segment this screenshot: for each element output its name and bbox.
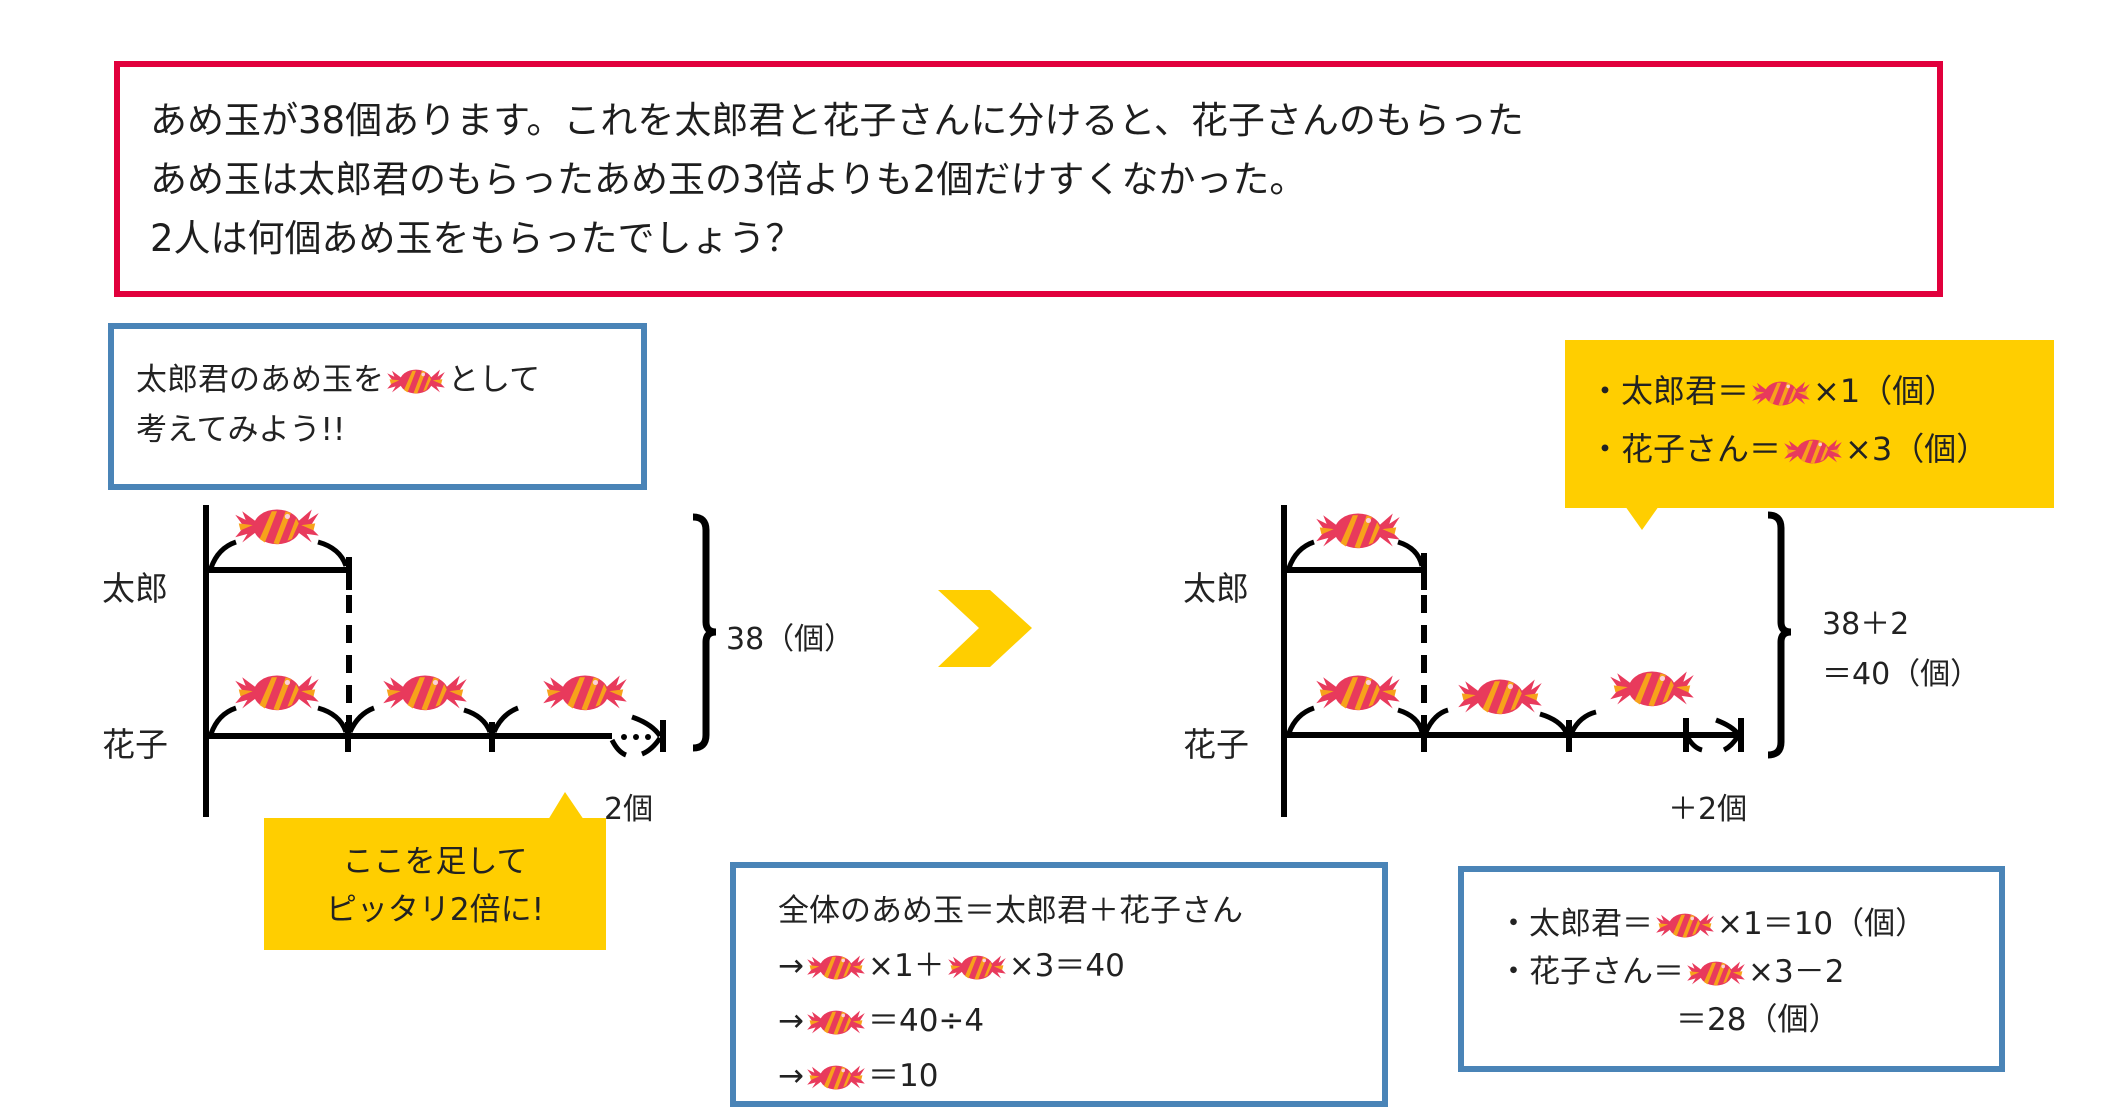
left-callout: ここを足して ピッタリ2倍に! xyxy=(264,792,606,950)
right-hanako-arc-2r xyxy=(1539,711,1569,734)
candy-icon xyxy=(543,675,627,711)
arrow-right-icon: → xyxy=(778,948,804,984)
right-total-line-1: 38＋2 xyxy=(1822,607,1910,642)
calc-line-3: → ＝40÷4 xyxy=(778,994,1243,1049)
candy-icon xyxy=(806,1063,866,1091)
right-callout-hanako-prefix: ・花子さん＝ xyxy=(1589,430,1782,468)
right-row-label-taro: 太郎 xyxy=(1183,569,1249,608)
right-callout-line-taro: ・太郎君＝ ×1（個） xyxy=(1589,362,1988,420)
left-total-label: 38（個） xyxy=(726,622,855,657)
calc-line-2-mid: ×1＋ xyxy=(867,948,945,984)
left-total-brace xyxy=(692,513,717,752)
answer-hanako-prefix: ・花子さん＝ xyxy=(1498,954,1684,990)
candy-icon xyxy=(235,509,319,545)
right-extra-label: ＋2個 xyxy=(1668,792,1748,827)
right-callout-taro-prefix: ・太郎君＝ xyxy=(1589,372,1750,410)
answer-text: ・太郎君＝ ×1＝10（個） ・花子さん＝ ×3－2 ＝28（個） xyxy=(1498,900,1926,1044)
hint-line-1-after: として xyxy=(448,362,541,398)
candy-icon xyxy=(1316,513,1400,549)
answer-taro-prefix: ・太郎君＝ xyxy=(1498,906,1653,942)
calculation-box: 全体のあめ玉＝太郎君＋花子さん → ×1＋ ×3＝40 → ＝40÷4 → ＝10 xyxy=(730,862,1388,1107)
answer-line-taro: ・太郎君＝ ×1＝10（個） xyxy=(1498,900,1926,948)
callout-pointer xyxy=(1625,506,1659,530)
answer-box: ・太郎君＝ ×1＝10（個） ・花子さん＝ ×3－2 ＝28（個） xyxy=(1458,866,2005,1072)
left-taro-arc-l xyxy=(208,539,237,569)
left-hanako-arc-2r xyxy=(463,707,493,733)
right-hanako-arc-3l xyxy=(1569,709,1597,734)
candy-icon xyxy=(1783,437,1843,465)
candy-icon xyxy=(1610,671,1694,707)
candy-icon xyxy=(1686,959,1746,987)
right-total-line-2: ＝40（個） xyxy=(1822,657,1981,692)
left-callout-text: ここを足して ピッタリ2倍に! xyxy=(264,838,606,934)
left-hanako-arc-3r xyxy=(631,714,663,738)
left-callout-line-2: ピッタリ2倍に! xyxy=(325,892,545,928)
left-hanako-arc-1l xyxy=(208,705,237,735)
right-callout-taro-suffix: ×1（個） xyxy=(1813,372,1957,410)
right-hanako-arc-2l xyxy=(1423,707,1449,734)
left-hanako-arc-3r-lower xyxy=(640,736,663,757)
left-callout-line-1: ここを足して xyxy=(342,844,528,880)
left-dots-arc xyxy=(609,738,628,758)
right-callout: ・太郎君＝ ×1（個） ・花子さん＝ ×3（個） xyxy=(1565,340,2054,530)
problem-line-2: あめ玉は太郎君のもらったあめ玉の3倍よりも2個だけすくなかった。 xyxy=(150,158,1307,201)
calc-line-2-end: ×3＝40 xyxy=(1008,948,1125,984)
calculation-text: 全体のあめ玉＝太郎君＋花子さん → ×1＋ ×3＝40 → ＝40÷4 → ＝10 xyxy=(778,884,1243,1104)
right-callout-line-hanako: ・花子さん＝ ×3（個） xyxy=(1589,420,1988,478)
calc-line-3-end: ＝40÷4 xyxy=(867,1003,985,1039)
right-extra-arc-r-bot xyxy=(1722,734,1741,753)
arrow-right-icon: → xyxy=(778,1058,804,1094)
right-total-brace xyxy=(1767,511,1792,759)
calc-line-2: → ×1＋ ×3＝40 xyxy=(778,939,1243,994)
right-total-label: 38＋2 ＝40（個） xyxy=(1822,600,1980,700)
left-row-label-hanako: 花子 xyxy=(102,725,168,764)
right-callout-text: ・太郎君＝ ×1（個） ・花子さん＝ ×3（個） xyxy=(1589,362,1988,478)
chevron-right-icon xyxy=(938,590,1032,667)
problem-line-1: あめ玉が38個あります。これを太郎君と花子さんに分けると、花子さんのもらった xyxy=(150,99,1524,142)
right-extra-arc-r-top xyxy=(1715,717,1740,736)
candy-icon xyxy=(1316,675,1400,711)
problem-box: あめ玉が38個あります。これを太郎君と花子さんに分けると、花子さんのもらった あ… xyxy=(114,61,1943,297)
calc-line-1: 全体のあめ玉＝太郎君＋花子さん xyxy=(778,893,1243,929)
callout-pointer xyxy=(548,792,584,820)
problem-line-3: 2人は何個あめ玉をもらったでしょう？ xyxy=(150,217,803,260)
left-row-label-taro: 太郎 xyxy=(102,569,168,608)
answer-line-hanako: ・花子さん＝ ×3－2 xyxy=(1498,948,1926,996)
candy-icon xyxy=(947,953,1007,981)
answer-hanako-suffix: ×3－2 xyxy=(1748,954,1845,990)
candy-icon xyxy=(806,1008,866,1036)
right-taro-arc-l xyxy=(1286,539,1315,569)
left-ellipsis xyxy=(621,734,651,740)
hint-text: 太郎君のあめ玉を として 考えてみよう!! xyxy=(136,355,540,455)
candy-icon xyxy=(1458,679,1542,715)
answer-taro-suffix: ×1＝10（個） xyxy=(1717,906,1927,942)
left-remainder-label: 2個 xyxy=(604,792,654,827)
right-taro-arc-r xyxy=(1397,539,1425,567)
left-hanako-arc-1r xyxy=(317,705,349,733)
candy-icon xyxy=(235,675,319,711)
left-hanako-arc-3l xyxy=(491,705,519,734)
candy-icon xyxy=(806,953,866,981)
right-extra-arc-l xyxy=(1685,736,1703,753)
left-taro-arc-r xyxy=(317,539,349,567)
hint-line-1: 太郎君のあめ玉を として xyxy=(136,355,540,405)
calc-line-4-end: ＝10 xyxy=(867,1058,939,1094)
right-hanako-arc-1r xyxy=(1397,707,1425,733)
hint-box: 太郎君のあめ玉を として 考えてみよう!! xyxy=(108,323,647,490)
left-hanako-arc-2l xyxy=(347,705,375,734)
right-hanako-arc-1l xyxy=(1286,705,1315,734)
hint-line-2: 考えてみよう!! xyxy=(136,412,346,448)
calc-line-4: → ＝10 xyxy=(778,1049,1243,1104)
arrow-right-icon: → xyxy=(778,1003,804,1039)
right-row-label-hanako: 花子 xyxy=(1183,725,1249,764)
hint-line-1-before: 太郎君のあめ玉を xyxy=(136,362,384,398)
candy-icon xyxy=(1655,911,1715,939)
answer-hanako-result: ＝28（個） xyxy=(1676,1002,1840,1038)
candy-icon xyxy=(383,675,467,711)
right-callout-hanako-suffix: ×3（個） xyxy=(1845,430,1989,468)
candy-icon xyxy=(1751,379,1811,407)
problem-text: あめ玉が38個あります。これを太郎君と花子さんに分けると、花子さんのもらった あ… xyxy=(150,91,1524,268)
